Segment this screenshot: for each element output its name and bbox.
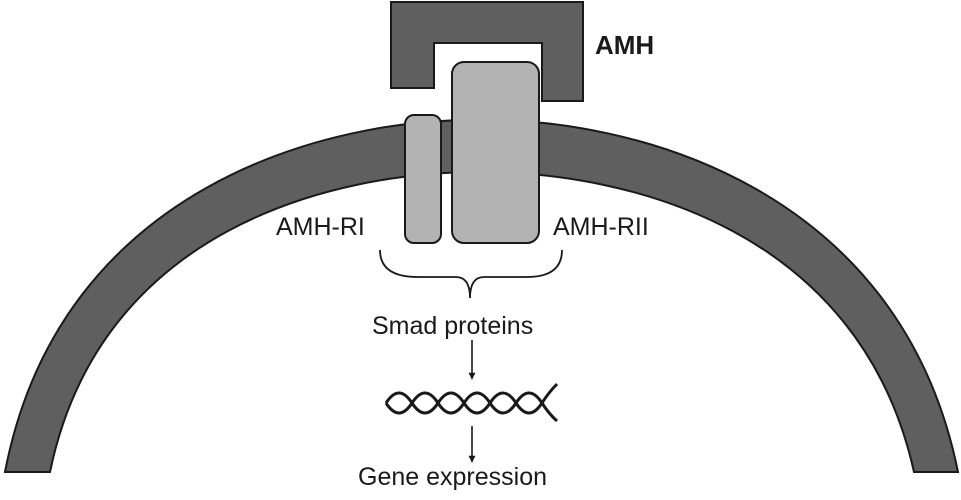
amh-receptor-type1-label: AMH-RI xyxy=(276,213,365,241)
amh-ligand xyxy=(390,1,584,102)
dna-helix-icon xyxy=(384,382,559,423)
amh-receptor-type1 xyxy=(404,114,442,244)
receptor-complex-brace xyxy=(379,249,563,299)
amh-receptor-type2-label: AMH-RII xyxy=(553,213,649,241)
amh-receptor-type2 xyxy=(451,61,540,244)
smad-proteins-label: Smad proteins xyxy=(372,312,534,340)
cell-membrane xyxy=(3,118,960,473)
gene-expression-label: Gene expression xyxy=(358,463,548,491)
amh-label: AMH xyxy=(595,30,655,60)
